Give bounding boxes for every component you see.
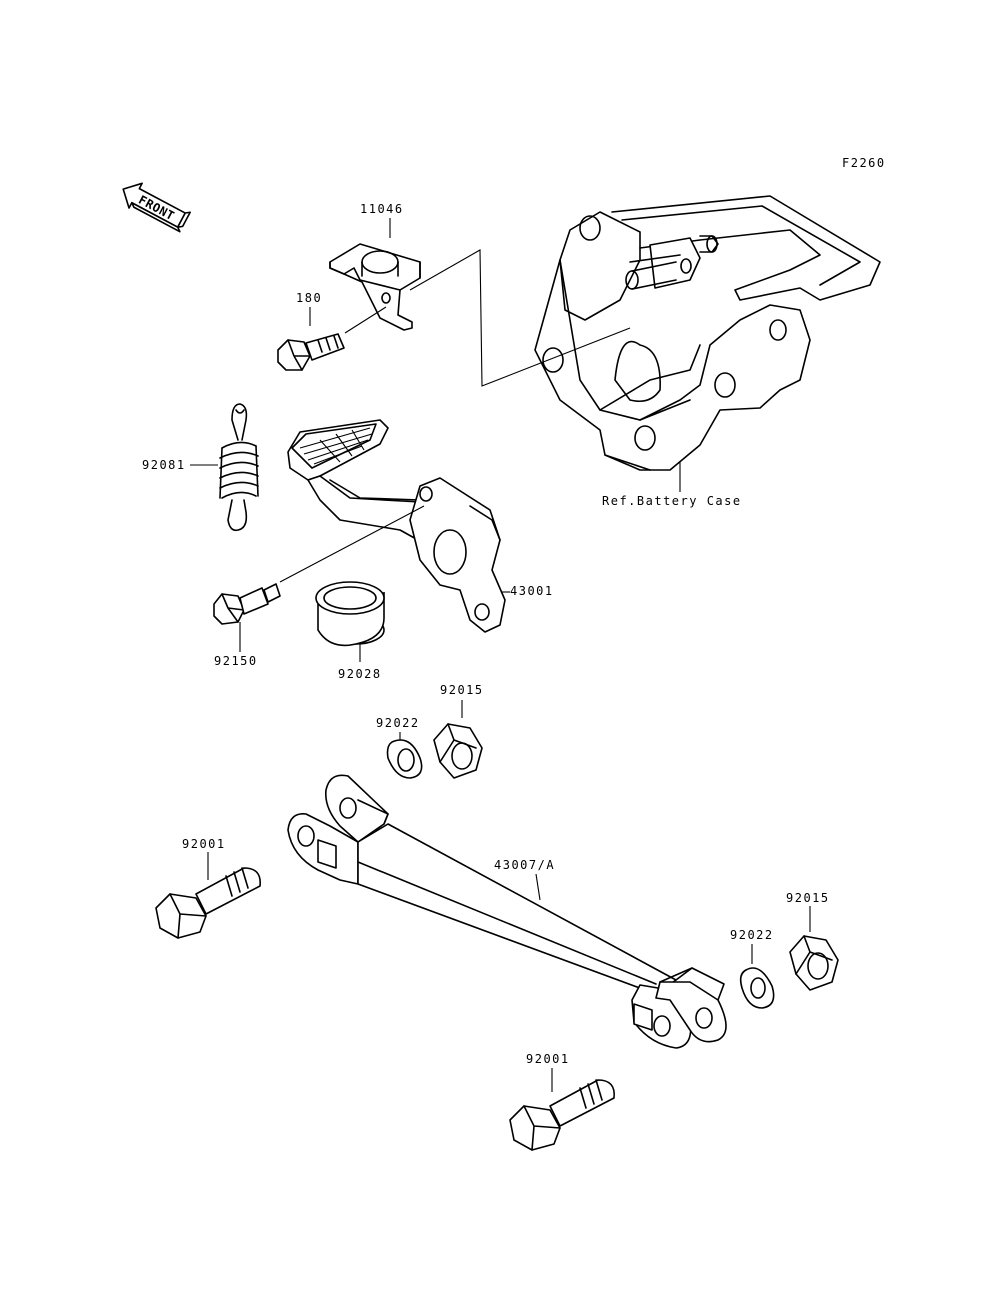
label-43001: 43001 <box>510 584 554 598</box>
label-92015-right: 92015 <box>786 891 830 905</box>
label-92022-top: 92022 <box>376 716 420 730</box>
label-92022-right: 92022 <box>730 928 774 942</box>
label-92001-bottom: 92001 <box>526 1052 570 1066</box>
label-92001-left: 92001 <box>182 837 226 851</box>
leader-bracket <box>409 249 631 387</box>
figure-code: F2260 <box>842 156 886 170</box>
label-92028: 92028 <box>338 667 382 681</box>
bolt-180 <box>277 333 345 371</box>
label-43007A: 43007/A <box>494 858 555 872</box>
front-arrow-icon: FRONT <box>122 182 191 233</box>
spring-92081 <box>219 403 259 532</box>
bolt-92001-bottom <box>509 1079 615 1151</box>
reference-label: Ref.Battery Case <box>602 494 742 508</box>
nut-92015-top <box>433 723 483 779</box>
label-180: 180 <box>296 291 322 305</box>
label-92015-top: 92015 <box>440 683 484 697</box>
bolt-92001-left <box>155 867 261 939</box>
nut-92015-right <box>789 935 839 991</box>
label-11046: 11046 <box>360 202 404 216</box>
washer-92022-right <box>739 967 775 1009</box>
label-92081: 92081 <box>142 458 186 472</box>
bracket-11046 <box>329 243 421 331</box>
collar-92028 <box>315 581 385 647</box>
brake-pedal-43001 <box>287 419 506 633</box>
battery-case-ref <box>534 195 881 492</box>
brake-rod-43007A <box>287 774 727 1049</box>
bolt-92150 <box>213 583 281 625</box>
washer-92022-top <box>386 739 423 779</box>
label-92150: 92150 <box>214 654 258 668</box>
